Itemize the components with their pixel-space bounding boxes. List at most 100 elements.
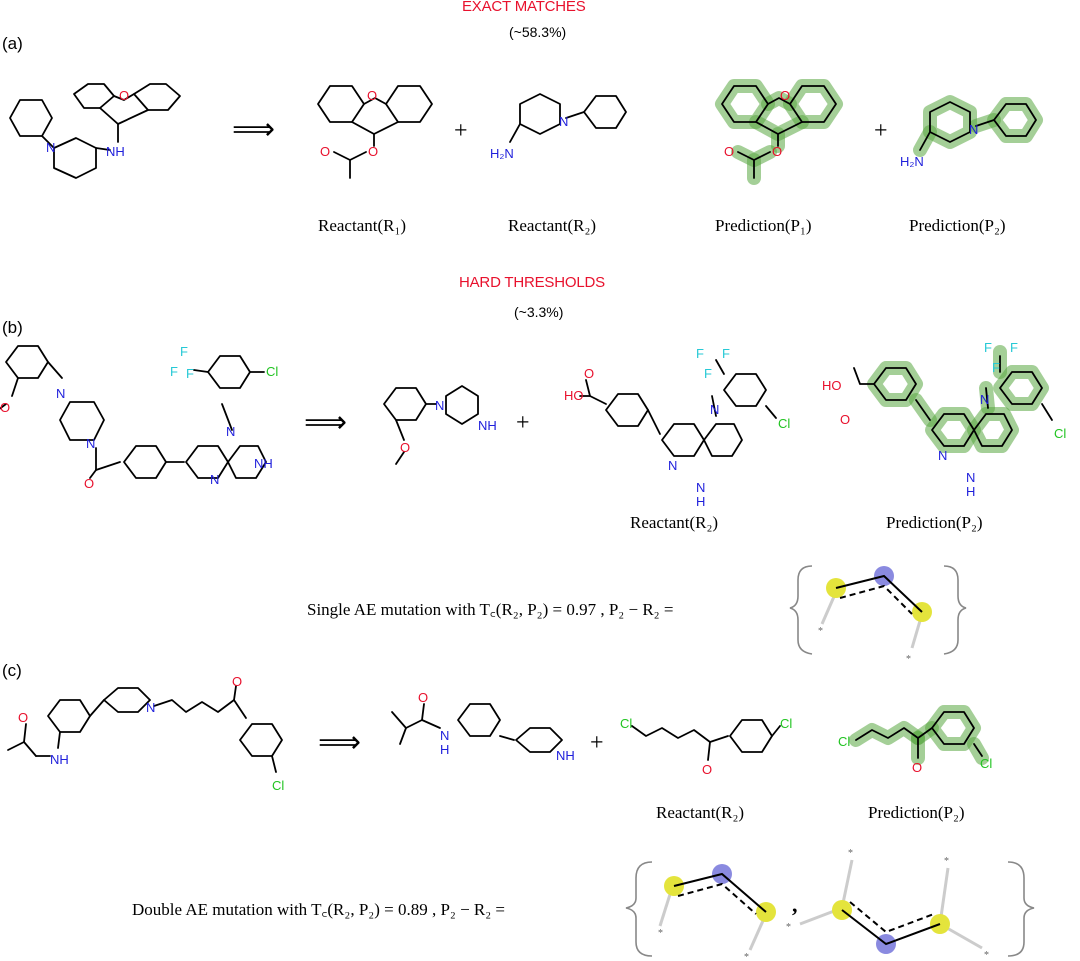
bond <box>41 135 55 149</box>
hard-thresholds-percent: (~3.3%) <box>514 304 564 320</box>
methyl-bond <box>395 451 405 465</box>
caption-a-reactant-r1: Reactant(R₁) <box>318 216 407 235</box>
molecule-a-p1 <box>721 85 837 179</box>
set-separator-comma: , <box>792 892 798 917</box>
atom-O: O <box>119 88 129 103</box>
atom-O: O <box>368 144 378 159</box>
atom-NH: NH <box>556 748 575 763</box>
atom-F: F <box>170 364 178 379</box>
piperidine-ring <box>515 727 563 753</box>
cf3-bond <box>193 369 209 373</box>
atom-Cl: Cl <box>778 416 790 431</box>
bond <box>421 719 441 729</box>
double-ae-equation: Double AE mutation with T꜀(R₂, P₂) = 0.8… <box>132 900 506 919</box>
anisole-ring <box>383 387 427 421</box>
atom-O: O <box>367 88 377 103</box>
benzo-ring-right <box>385 85 433 123</box>
piperidine-ring <box>519 93 561 135</box>
molecule-c-p2 <box>855 711 983 759</box>
bond <box>771 725 781 737</box>
benzene-ring <box>605 393 649 427</box>
double-ae-fragment: * * , * * * * <box>625 848 1035 961</box>
atom-N: N <box>710 402 719 417</box>
bond <box>405 719 423 729</box>
xanthene-ch <box>99 107 149 125</box>
plus-sign-b: + <box>516 410 530 436</box>
wildcard-atom: * <box>818 626 823 637</box>
bond <box>47 361 63 379</box>
atom-O: O <box>584 366 594 381</box>
atom-N: N <box>56 386 65 401</box>
atom-NH: NH <box>106 144 125 159</box>
chlorophenyl-ring <box>207 355 251 389</box>
atom-H: H <box>696 494 705 509</box>
bond <box>975 119 995 127</box>
atom-F: F <box>992 360 1000 375</box>
bond <box>89 699 105 717</box>
atom-H2N: H₂N <box>490 146 514 161</box>
atom-F: F <box>704 366 712 381</box>
chlorophenyl-ring <box>239 723 283 757</box>
carbonyl-bond <box>89 469 97 479</box>
carboxyl-bond <box>853 367 875 385</box>
piperazine-ring <box>445 385 479 425</box>
atom-F: F <box>186 366 194 381</box>
atom-O: O <box>724 144 734 159</box>
piperidine-ring <box>53 137 97 179</box>
molecule-b-p2 <box>853 355 1053 447</box>
carbonyl-bond <box>23 723 27 743</box>
ether-bridge <box>363 97 387 105</box>
atom-N: N <box>46 140 55 155</box>
exact-matches-percent: (~58.3%) <box>509 24 567 40</box>
tetrahydro-ring <box>973 413 1013 447</box>
molecule-c-r1 <box>391 703 563 753</box>
wildcard-atom: * <box>848 848 853 859</box>
molecule-b-r2 <box>579 359 777 457</box>
caption-a-prediction-p2: Prediction(P₂) <box>909 216 1006 235</box>
atom-N: N <box>668 458 677 473</box>
single-ae-equation: Single AE mutation with T꜀(R₂, P₂) = 0.9… <box>307 600 674 619</box>
benzene-ring <box>457 703 501 737</box>
bond <box>709 735 729 743</box>
tetrahydro-ring <box>703 423 743 457</box>
atom-N: N <box>980 392 989 407</box>
atom-O: O <box>320 144 330 159</box>
atom-H: H <box>440 742 449 757</box>
single-ae-fragment: * * <box>789 565 967 665</box>
methoxy-bond <box>395 419 405 441</box>
methoxy-bond <box>11 377 19 397</box>
molecule-a-r2 <box>509 93 627 143</box>
benzo-ring-right <box>133 83 181 111</box>
atom-N: N <box>440 728 449 743</box>
plus-sign-a1: + <box>454 118 468 144</box>
carbonyl-bond <box>707 741 711 761</box>
chloroalkyl-chain <box>855 727 919 741</box>
atom-O: O <box>772 144 782 159</box>
benzene-ring <box>873 367 917 401</box>
chlorophenyl-ring <box>931 711 975 745</box>
molecule-b-r1 <box>383 385 479 465</box>
phenyl-ring <box>9 99 53 137</box>
molecule-c-product <box>7 685 283 773</box>
pyridine-ring <box>185 445 229 479</box>
atom-HO: HO <box>822 378 842 393</box>
atom-O: O <box>840 412 850 427</box>
atom-N: N <box>559 114 568 129</box>
atom-H2N: H₂N <box>900 154 924 169</box>
carbonyl-bond <box>421 703 425 721</box>
benzo-ring-left <box>73 83 115 109</box>
chlorophenyl-ring <box>729 719 773 753</box>
bond <box>509 123 521 143</box>
molecule-b-product <box>0 345 267 479</box>
plus-sign-a2: + <box>874 118 888 144</box>
bond <box>915 399 931 421</box>
atom-N: N <box>86 436 95 451</box>
panel-label-a: (a) <box>2 34 23 53</box>
piperidine-ring <box>103 687 151 713</box>
bond <box>765 405 777 419</box>
atom-F: F <box>180 344 188 359</box>
benzene-ring <box>123 445 167 479</box>
phenyl-ring <box>583 95 627 129</box>
reaction-arrow-b: ⟹ <box>304 406 348 439</box>
caption-c-reactant-r2: Reactant(R₂) <box>656 803 745 822</box>
